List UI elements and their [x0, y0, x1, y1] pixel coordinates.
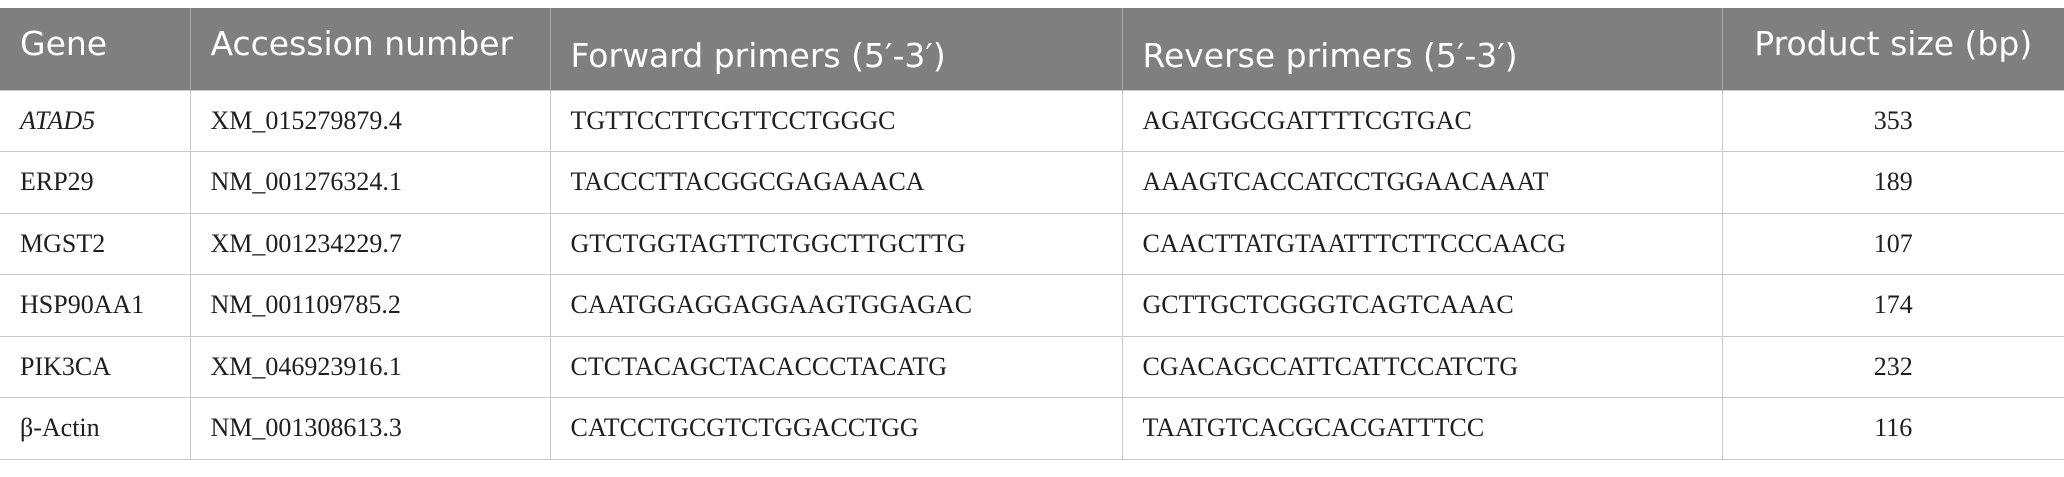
cell-product-size: 107	[1722, 212, 2064, 275]
cell-gene: ERP29	[0, 151, 191, 213]
cell-reverse-primer: AGATGGCGATTTTCGTGAC	[1122, 89, 1723, 152]
table-row: ATAD5 XM_015279879.4 TGTTCCTTCGTTCCTGGGC…	[0, 89, 2064, 152]
header-product-size: Product size (bp)	[1754, 24, 2033, 63]
table-row: PIK3CA XM_046923916.1 CTCTACAGCTACACCCTA…	[0, 335, 2064, 398]
cell-forward-primer: CAATGGAGGAGGAAGTGGAGAC	[550, 274, 1123, 336]
cell-gene: PIK3CA	[0, 335, 191, 398]
cell-product-size: 353	[1722, 89, 2064, 152]
table-body: ATAD5 XM_015279879.4 TGTTCCTTCGTTCCTGGGC…	[0, 89, 2064, 460]
header-gene: Gene	[0, 8, 191, 90]
cell-forward-primer: CATCCTGCGTCTGGACCTGG	[550, 397, 1123, 460]
table-row: ERP29 NM_001276324.1 TACCCTTACGGCGAGAAAC…	[0, 151, 2064, 213]
header-row: Gene Accession number Forward primers (5…	[0, 8, 2064, 90]
cell-reverse-primer: AAAGTCACCATCCTGGAACAAAT	[1122, 151, 1723, 213]
cell-reverse-primer: CAACTTATGTAATTTCTTCCCAACG	[1122, 212, 1723, 275]
cell-forward-primer: CTCTACAGCTACACCCTACATG	[550, 335, 1123, 398]
cell-product-size: 189	[1722, 151, 2064, 213]
cell-accession: NM_001276324.1	[190, 151, 551, 213]
cell-reverse-primer: GCTTGCTCGGGTCAGTCAAAC	[1122, 274, 1723, 336]
cell-gene: MGST2	[0, 212, 191, 275]
cell-accession: NM_001109785.2	[190, 274, 551, 336]
cell-reverse-primer: CGACAGCCATTCATTCCATCTG	[1122, 335, 1723, 398]
primer-table-container: Gene Accession number Forward primers (5…	[0, 8, 2064, 460]
cell-accession: XM_001234229.7	[190, 212, 551, 275]
cell-accession: XM_046923916.1	[190, 335, 551, 398]
cell-forward-primer: TGTTCCTTCGTTCCTGGGC	[550, 89, 1123, 152]
cell-accession: NM_001308613.3	[190, 397, 551, 460]
cell-forward-primer: TACCCTTACGGCGAGAAACA	[550, 151, 1123, 213]
header-forward-primers: Forward primers (5′-3′)	[550, 8, 1123, 90]
table-row: MGST2 XM_001234229.7 GTCTGGTAGTTCTGGCTTG…	[0, 212, 2064, 275]
table-row: HSP90AA1 NM_001109785.2 CAATGGAGGAGGAAGT…	[0, 274, 2064, 336]
cell-gene: β-Actin	[0, 397, 191, 460]
cell-reverse-primer: TAATGTCACGCACGATTTCC	[1122, 397, 1723, 460]
cell-forward-primer: GTCTGGTAGTTCTGGCTTGCTTG	[550, 212, 1123, 275]
table-header: Gene Accession number Forward primers (5…	[0, 8, 2064, 90]
header-reverse-primers: Reverse primers (5′-3′)	[1122, 8, 1723, 90]
primer-table: Gene Accession number Forward primers (5…	[0, 8, 2064, 460]
table-row: β-Actin NM_001308613.3 CATCCTGCGTCTGGACC…	[0, 397, 2064, 460]
cell-accession: XM_015279879.4	[190, 89, 551, 152]
cell-product-size: 116	[1722, 397, 2064, 460]
cell-gene: ATAD5	[0, 89, 191, 152]
cell-product-size: 174	[1722, 274, 2064, 336]
cell-product-size: 232	[1722, 335, 2064, 398]
cell-gene: HSP90AA1	[0, 274, 191, 336]
header-accession-number: Accession number	[190, 8, 551, 90]
